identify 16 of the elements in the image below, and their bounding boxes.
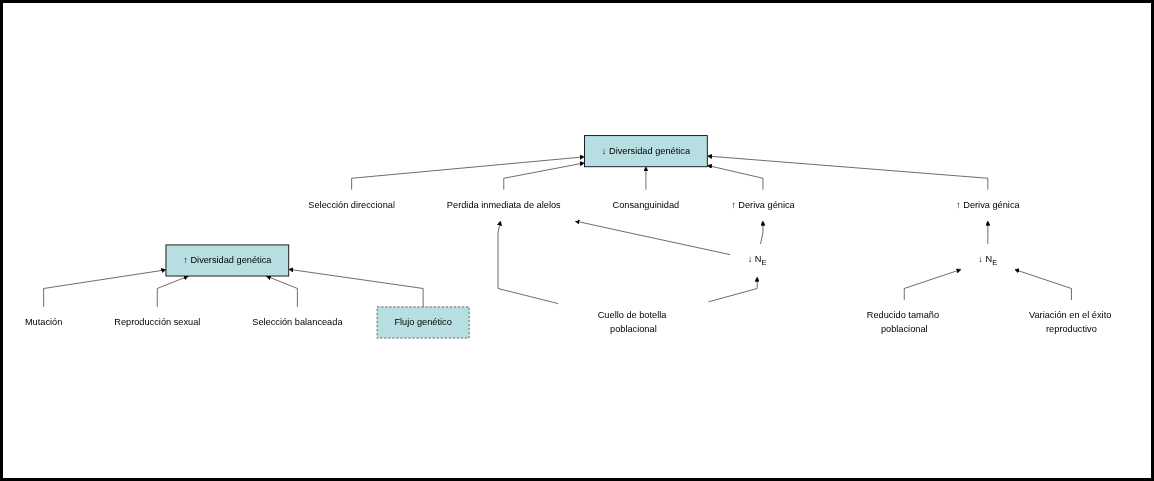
node-text: ↑ Deriva génica (731, 200, 795, 211)
node-box: Flujo genético (376, 306, 470, 339)
node-text: ↓ N$_{E}$ (978, 254, 998, 267)
node-box: ↓ Diversidad genética (584, 135, 708, 168)
node-text: ↑ Deriva génica (956, 200, 1020, 211)
node-text: ↓ N$_{E}$ (747, 254, 767, 267)
node-text: Consanguinidad (612, 200, 680, 211)
node-text: Mutación (24, 317, 63, 328)
node-box: ↑ Diversidad genética (165, 244, 290, 277)
node-text: Perdida inmediata de alelos (446, 200, 561, 211)
node-text: Reducido tamaño poblacional (866, 310, 940, 335)
node-text: Variación en el éxito reproductivo (1028, 310, 1112, 335)
node-text: Selección direccional (308, 200, 395, 211)
node-text: Cuello de botella poblacional (597, 310, 667, 335)
node-text: Selección balanceada (252, 317, 343, 328)
node-text: Reproducción sexual (114, 317, 201, 328)
